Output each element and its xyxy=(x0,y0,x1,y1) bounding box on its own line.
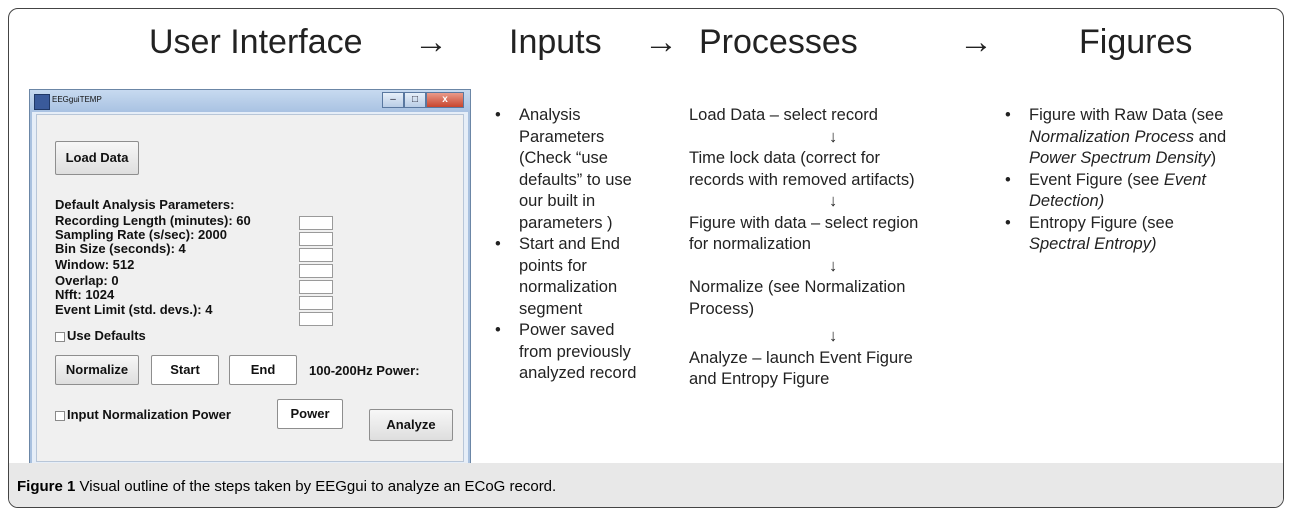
figure-item-raw-data: Figure with Raw Data (see Normalization … xyxy=(1005,105,1275,170)
figure-ref: Spectral Entropy) xyxy=(1029,235,1157,253)
maximize-icon[interactable]: □ xyxy=(404,92,426,108)
eeggui-window: EEGguiTEMP – □ x Load Data Default Analy… xyxy=(29,89,471,471)
input-line: our built in xyxy=(519,192,596,210)
header-user-interface: User Interface xyxy=(149,23,363,61)
caption-label: Figure 1 xyxy=(17,478,76,495)
down-arrow-icon: ↓ xyxy=(829,127,838,146)
process-step-timelock-cont: records with removed artifacts) xyxy=(689,170,915,189)
process-step-figure-cont: for normalization xyxy=(689,235,811,253)
input-line: points for xyxy=(519,256,587,275)
figure-caption: Figure 1 Visual outline of the steps tak… xyxy=(17,478,556,495)
inputs-column: Analysis Parameters (Check “use defaults… xyxy=(495,105,675,385)
input-line: analyzed record xyxy=(519,364,637,382)
figure-line: Normalization Process and xyxy=(1029,127,1275,149)
caption-text: Visual outline of the steps taken by EEG… xyxy=(75,478,557,495)
header-processes: Processes xyxy=(699,23,858,61)
figure-frame: User Interface → Inputs → Processes → Fi… xyxy=(8,8,1284,508)
input-item-start-end: Start and End points for normalization s… xyxy=(495,234,675,320)
analyze-button[interactable]: Analyze xyxy=(369,409,453,441)
processes-column: Load Data – select record ↓ Time lock da… xyxy=(689,105,989,391)
figure-ref: Detection) xyxy=(1029,192,1105,210)
input-norm-power-checkbox[interactable] xyxy=(55,411,65,421)
window-title: EEGguiTEMP xyxy=(52,95,102,104)
input-line: defaults” to use xyxy=(519,170,632,189)
window-body: Load Data Default Analysis Parameters: R… xyxy=(36,114,464,462)
param-recording-length: Recording Length (minutes): 60 xyxy=(55,213,251,228)
load-data-button[interactable]: Load Data xyxy=(55,141,139,175)
figure-ref: Event xyxy=(1163,170,1207,189)
power-button[interactable]: Power xyxy=(277,399,343,429)
figure-ref: Normalization Process xyxy=(1029,127,1195,146)
overlap-field[interactable] xyxy=(299,280,333,294)
input-line: Start and End xyxy=(519,235,620,253)
header-arrow-1: → xyxy=(414,23,448,61)
down-arrow-icon: ↓ xyxy=(829,192,838,210)
param-overlap: Overlap: 0 xyxy=(55,273,119,288)
input-line: Parameters xyxy=(519,127,605,146)
header-figures: Figures xyxy=(1079,23,1193,61)
header-arrow-3: → xyxy=(959,23,993,61)
input-item-power-saved: Power saved from previously analyzed rec… xyxy=(495,320,675,385)
recording-length-field[interactable] xyxy=(299,216,333,230)
param-bin-size: Bin Size (seconds): 4 xyxy=(55,241,186,256)
input-norm-power-label: Input Normalization Power xyxy=(67,407,231,422)
figure-item-entropy: Entropy Figure (see Spectral Entropy) xyxy=(1005,213,1275,256)
process-step-analyze: Analyze – launch Event Figure xyxy=(689,348,913,367)
figure-line: Event Figure (see Event xyxy=(1029,170,1275,192)
use-defaults-label: Use Defaults xyxy=(67,328,146,343)
input-line: parameters ) xyxy=(519,213,613,232)
figure-item-event: Event Figure (see Event Detection) xyxy=(1005,170,1275,213)
input-line: normalization xyxy=(519,278,618,296)
use-defaults-checkbox[interactable] xyxy=(55,332,65,342)
process-step-figure: Figure with data – select region xyxy=(689,213,919,232)
input-line: Analysis xyxy=(519,106,581,124)
param-sampling-rate: Sampling Rate (s/sec): 2000 xyxy=(55,227,227,242)
header-inputs: Inputs xyxy=(509,23,602,61)
start-button[interactable]: Start xyxy=(151,355,219,385)
event-limit-field[interactable] xyxy=(299,312,333,326)
input-line: (Check “use xyxy=(519,149,608,167)
app-icon xyxy=(34,94,50,110)
end-button[interactable]: End xyxy=(229,355,297,385)
figure-line: Spectral Entropy) xyxy=(1029,234,1275,256)
header-arrow-2: → xyxy=(644,23,678,61)
figure-ref: Power Spectrum Density xyxy=(1029,149,1211,167)
figures-column: Figure with Raw Data (see Normalization … xyxy=(1005,105,1275,256)
figure-line: Power Spectrum Density) xyxy=(1029,148,1275,170)
normalize-button[interactable]: Normalize xyxy=(55,355,139,385)
power-label: 100-200Hz Power: xyxy=(309,363,420,378)
down-arrow-icon: ↓ xyxy=(829,327,838,345)
params-heading: Default Analysis Parameters: xyxy=(55,197,235,212)
figure-text: Event Figure (see xyxy=(1029,170,1164,189)
figure-line: Figure with Raw Data (see xyxy=(1029,106,1224,124)
sampling-rate-field[interactable] xyxy=(299,232,333,246)
process-step-load: Load Data – select record xyxy=(689,106,878,124)
input-line: Power saved xyxy=(519,321,615,339)
process-step-timelock: Time lock data (correct for xyxy=(689,149,881,167)
process-step-normalize-cont: Process) xyxy=(689,299,755,318)
figure-line: Entropy Figure (see xyxy=(1029,213,1174,232)
input-item-analysis-params: Analysis Parameters (Check “use defaults… xyxy=(495,105,675,234)
param-nfft: Nfft: 1024 xyxy=(55,287,115,302)
process-step-normalize: Normalize (see Normalization xyxy=(689,278,906,296)
window-field[interactable] xyxy=(299,264,333,278)
close-icon[interactable]: x xyxy=(426,92,464,108)
bin-size-field[interactable] xyxy=(299,248,333,262)
param-window: Window: 512 xyxy=(55,257,135,272)
process-step-analyze-cont: and Entropy Figure xyxy=(689,370,830,388)
window-controls: – □ x xyxy=(382,92,464,110)
down-arrow-icon: ↓ xyxy=(829,256,838,275)
minimize-icon[interactable]: – xyxy=(382,92,404,108)
window-titlebar[interactable]: EEGguiTEMP – □ x xyxy=(30,90,470,112)
figure-text: ) xyxy=(1210,149,1217,167)
figure-line: Detection) xyxy=(1029,191,1275,213)
input-line: segment xyxy=(519,299,583,318)
input-line: from previously xyxy=(519,342,631,361)
param-event-limit: Event Limit (std. devs.): 4 xyxy=(55,302,213,317)
figure-text: and xyxy=(1194,127,1227,146)
nfft-field[interactable] xyxy=(299,296,333,310)
caption-band: Figure 1 Visual outline of the steps tak… xyxy=(9,463,1283,507)
